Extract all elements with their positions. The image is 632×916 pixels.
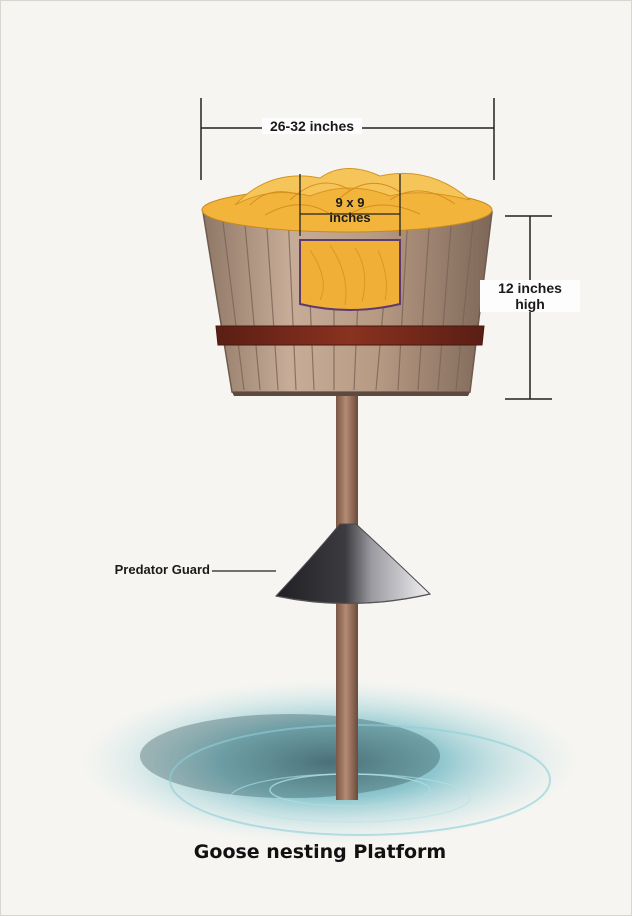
opening-label-line1: 9 x 9 (300, 196, 400, 211)
height-label-line2: high (480, 296, 580, 312)
height-label: 12 inches high (480, 280, 580, 312)
opening-label: 9 x 9 inches (300, 196, 400, 226)
width-label: 26-32 inches (262, 118, 362, 134)
pole-lower (336, 595, 358, 800)
predator-guard-label: Predator Guard (60, 563, 210, 578)
pole-upper (336, 392, 358, 532)
height-label-line1: 12 inches (480, 280, 580, 296)
water-pond (80, 680, 580, 844)
opening-label-line2: inches (300, 211, 400, 226)
diagram-title: Goose nesting Platform (150, 842, 490, 864)
